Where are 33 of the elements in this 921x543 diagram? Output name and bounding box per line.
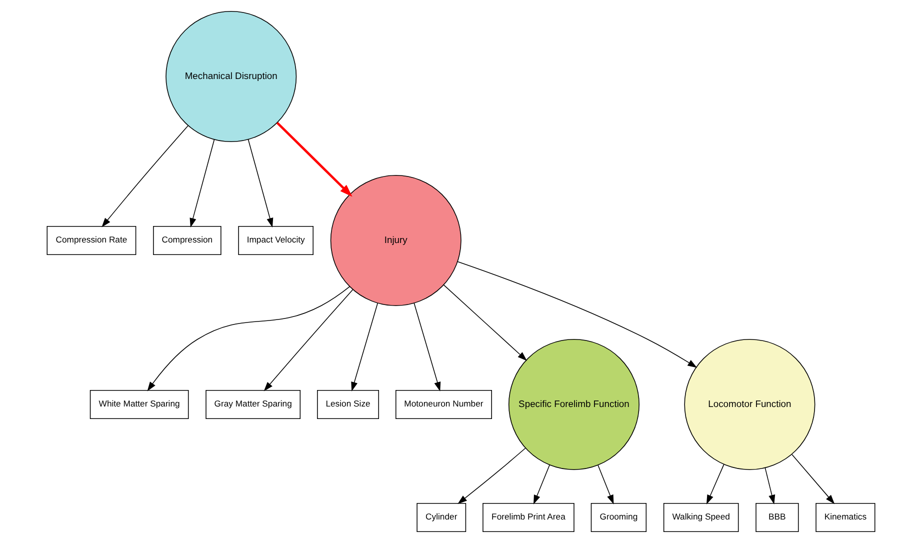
arrow xyxy=(350,302,378,392)
arrow xyxy=(791,454,834,504)
node-box: White Matter Sparing xyxy=(89,390,188,419)
node-circle: Mechanical Disruption xyxy=(165,11,296,142)
arrow xyxy=(456,261,697,368)
arrow xyxy=(764,467,775,504)
arrow xyxy=(263,289,353,392)
arrow xyxy=(597,464,614,504)
node-box: Forelimb Print Area xyxy=(482,502,574,532)
node-box: Impact Velocity xyxy=(238,226,313,256)
node-box: Compression xyxy=(152,226,221,256)
arrow xyxy=(706,464,724,504)
node-box: Grooming xyxy=(590,502,646,532)
node-box: Cylinder xyxy=(416,502,466,532)
arrow xyxy=(276,122,352,197)
node-circle: Injury xyxy=(330,175,461,306)
node-box: BBB xyxy=(755,502,798,532)
arrow xyxy=(146,286,350,392)
node-circle: Locomotor Function xyxy=(684,338,815,470)
arrow xyxy=(532,464,550,504)
node-circle: Specific Forelimb Function xyxy=(508,338,639,470)
node-box: Kinematics xyxy=(815,502,875,532)
arrow xyxy=(189,139,214,228)
node-box: Gray Matter Sparing xyxy=(205,390,300,419)
arrow xyxy=(101,125,188,228)
node-box: Walking Speed xyxy=(662,502,738,532)
arrow xyxy=(413,302,440,392)
node-box: Lesion Size xyxy=(316,390,379,419)
arrow xyxy=(457,448,526,504)
arrow xyxy=(247,139,273,228)
node-box: Compression Rate xyxy=(46,226,136,256)
arrow xyxy=(442,284,526,361)
node-box: Motoneuron Number xyxy=(394,390,492,419)
